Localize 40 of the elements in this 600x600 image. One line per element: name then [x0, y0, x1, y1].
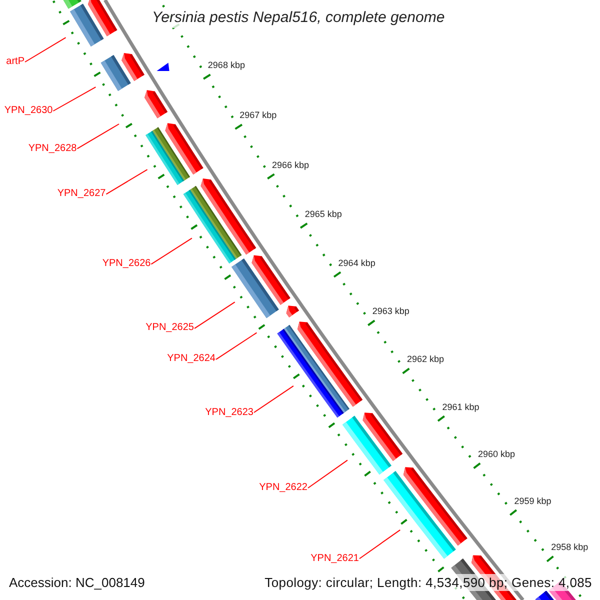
gene-label: YPN_2623	[205, 406, 254, 418]
scale-label: 2959 kbp	[514, 496, 552, 508]
gene-label: YPN_2628	[28, 142, 77, 155]
gene-label: YPN_2627	[57, 188, 106, 200]
gene-label: YPN_2630	[4, 105, 53, 117]
leader-line	[150, 238, 192, 265]
scale-label: 2967 kbp	[240, 110, 277, 122]
scale-label: 2968 kbp	[208, 60, 245, 72]
leader-line	[52, 86, 96, 112]
leader-line	[194, 302, 236, 329]
gene-label: YPN_2626	[102, 258, 151, 270]
gene-bar	[70, 4, 104, 46]
leader-line	[216, 332, 258, 360]
gene-label: YPN_2622	[259, 482, 308, 494]
gene-bar	[146, 130, 184, 186]
gene-label: YPN_2625	[146, 322, 194, 334]
scale-label: 2962 kbp	[406, 354, 444, 366]
gene-bar	[183, 190, 236, 264]
gene-label: YPN_2624	[167, 353, 216, 366]
scale-label: 2958 kbp	[551, 542, 588, 554]
leader-line	[254, 385, 294, 413]
scale-label: 2964 kbp	[338, 258, 376, 269]
scale-label: 2960 kbp	[478, 449, 515, 460]
gene-block	[144, 90, 168, 118]
scale-label: 2961 kbp	[442, 402, 480, 414]
gene-bar	[277, 328, 344, 418]
leader-line	[24, 37, 66, 62]
scale-label: 2963 kbp	[372, 306, 410, 318]
gene-bar	[384, 471, 456, 559]
gene-bar	[342, 416, 392, 475]
leader-line	[76, 124, 120, 150]
leader-line	[308, 460, 348, 488]
scale-label: 2966 kbp	[272, 160, 309, 171]
gene-label: artP	[6, 56, 24, 68]
leader-line	[359, 529, 401, 560]
gene-bar	[232, 258, 279, 318]
gene-label: YPN_2621	[310, 552, 359, 565]
leader-line	[106, 169, 148, 195]
scale-label: 2965 kbp	[304, 209, 342, 220]
gene-bar	[100, 55, 131, 92]
